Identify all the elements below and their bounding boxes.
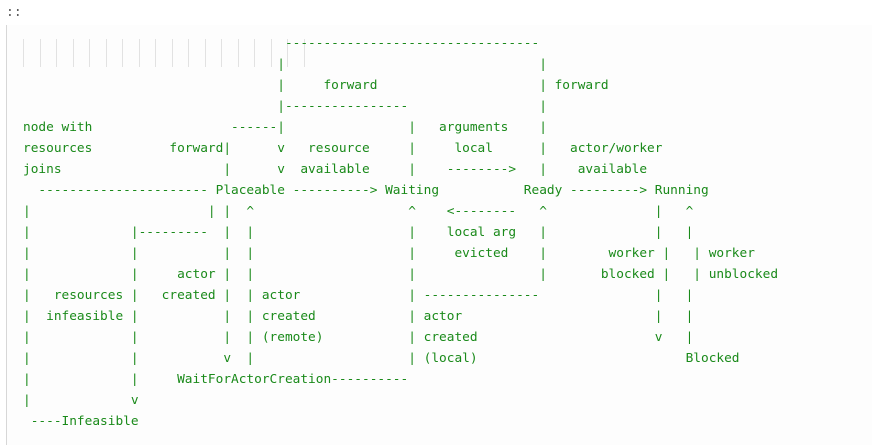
diagram-line: ----Infeasible <box>23 414 139 429</box>
indent-guide <box>204 39 222 67</box>
diagram-line: | resources | created | | actor | ------… <box>23 288 694 303</box>
indent-guide <box>270 39 288 67</box>
diagram-line: | | v | | (local) Blocked <box>23 351 740 366</box>
indent-guide <box>72 39 90 67</box>
indent-guide <box>56 39 73 67</box>
state-diagram-text: --------------------------------- | | | … <box>23 33 778 432</box>
diagram-line: | infeasible | | | created | actor | | <box>23 309 694 324</box>
diagram-line: | | | ^ ^ <-------- ^ | ^ <box>23 204 694 219</box>
indent-guide <box>39 39 57 67</box>
diagram-line: | | | | | evicted | worker | | worker <box>23 246 755 261</box>
diagram-line: node with ------| | arguments | <box>23 120 547 135</box>
indent-guides <box>23 39 320 67</box>
diagram-line: | v <box>23 393 139 408</box>
diagram-line: --------------------------------- <box>23 36 540 51</box>
diagram-line: ---------------------- Placeable -------… <box>23 183 709 198</box>
diagram-line: | | WaitForActorCreation---------- <box>23 372 409 387</box>
indent-guide <box>221 39 238 67</box>
indent-guide <box>287 39 304 67</box>
diagram-line: |---------------- | <box>23 99 547 114</box>
indent-guide <box>89 39 106 67</box>
code-block: --------------------------------- | | | … <box>6 25 872 445</box>
indent-guide <box>237 39 255 67</box>
indent-guide <box>23 39 40 67</box>
indent-guide <box>155 39 172 67</box>
indent-guide <box>254 39 271 67</box>
diagram-line: resources forward| v resource | local | … <box>23 141 663 156</box>
diagram-line: joins | v available | --------> | availa… <box>23 162 648 177</box>
diagram-line: | forward | forward <box>23 78 609 93</box>
code-prefix: :: <box>6 5 22 20</box>
indent-guide <box>188 39 205 67</box>
diagram-line: | | <box>23 57 547 72</box>
diagram-line: | |--------- | | | local arg | | | <box>23 225 694 240</box>
indent-guide <box>303 39 321 67</box>
indent-guide <box>122 39 139 67</box>
indent-guide <box>105 39 123 67</box>
diagram-line: | | actor | | | | blocked | | unblocked <box>23 267 779 282</box>
indent-guide <box>138 39 156 67</box>
diagram-line: | | | | (remote) | created v | <box>23 330 694 345</box>
indent-guide <box>171 39 189 67</box>
